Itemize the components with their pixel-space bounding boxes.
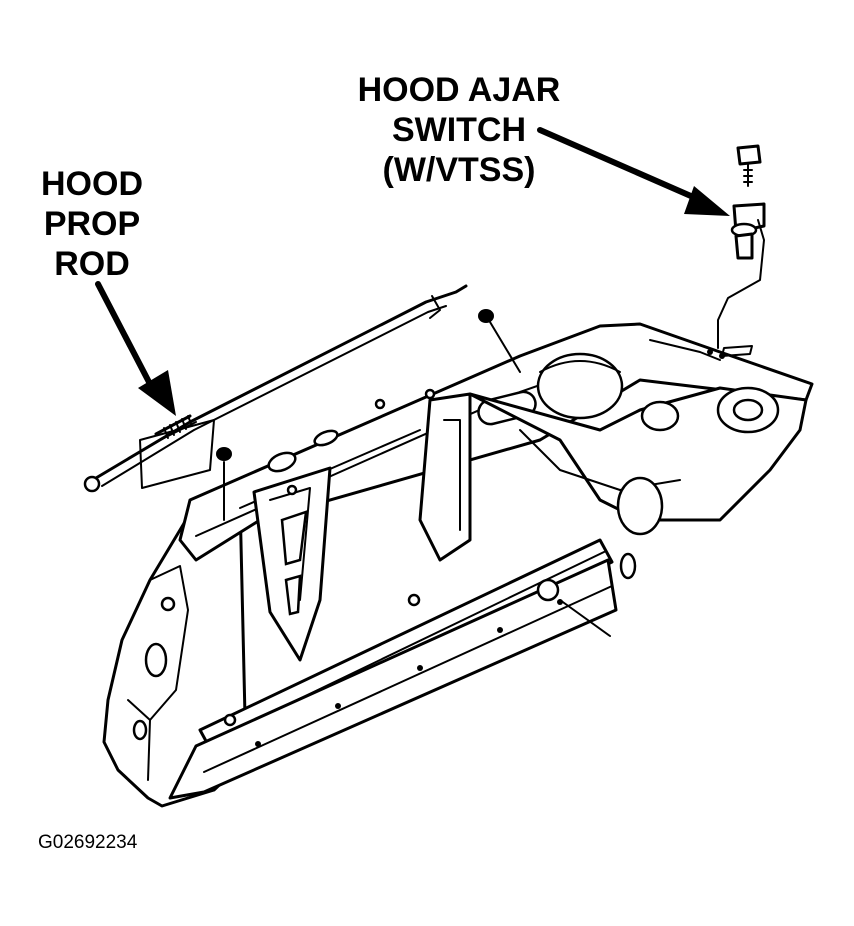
center-support: [252, 466, 332, 662]
right-structure: [418, 339, 808, 637]
hood-ajar-switch-label-line: (W/VTSS): [382, 151, 536, 189]
hood-prop-rod: [83, 284, 468, 493]
hood-prop-rod-label-line: ROD: [54, 245, 130, 283]
prop-rod-grip: [154, 414, 197, 441]
hood-prop-rod-label-line: HOOD: [41, 165, 143, 203]
grommet-left: [216, 447, 232, 461]
hood-prop-rod-label: HOOD PROP ROD: [30, 164, 154, 284]
ajar-switch-arrow: [537, 127, 730, 216]
hood-ajar-switch-label: HOOD AJAR SWITCH (W/VTSS): [340, 70, 578, 190]
hood-ajar-switch: [717, 144, 766, 357]
hood-ajar-switch-label-line: HOOD AJAR: [357, 71, 561, 109]
hood-ajar-switch-label-line: SWITCH: [391, 111, 527, 149]
grommet-right: [478, 309, 494, 323]
prop-rod-arrow: [95, 281, 176, 416]
hood-prop-rod-label-line: PROP: [43, 205, 141, 243]
figure-id: G02692234: [38, 832, 138, 853]
